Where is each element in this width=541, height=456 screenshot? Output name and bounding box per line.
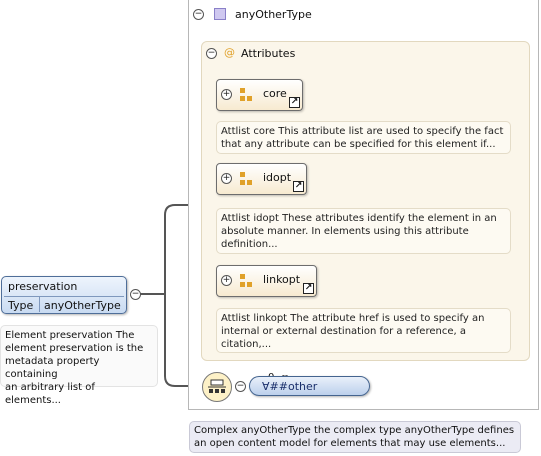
any-element[interactable]: ∀##other [249, 376, 370, 396]
expand-icon[interactable]: + [221, 173, 232, 184]
description-line: Attlist core This attribute list are use… [221, 126, 504, 137]
attribute-group-icon [240, 274, 252, 288]
connector-to-sequence [164, 294, 203, 387]
divider [4, 296, 124, 297]
complex-type-description: Complex anyOtherType the complex type an… [189, 421, 521, 453]
description-line: metadata property containing [5, 356, 100, 380]
expand-icon[interactable]: + [221, 89, 232, 100]
sequence-icon[interactable] [202, 372, 232, 402]
collapse-icon[interactable]: − [235, 381, 246, 392]
element-name: preservation [8, 280, 78, 293]
at-sign-icon: @ [224, 46, 235, 59]
complex-type-icon [214, 8, 226, 20]
description-line: citation,... [221, 339, 272, 350]
attribute-group-idopt[interactable]: + idopt ↗ [216, 163, 307, 195]
element-description: Element preservation The element preserv… [0, 325, 158, 406]
attributes-title: Attributes [241, 47, 296, 60]
connector-to-attributes [136, 204, 216, 295]
description-line: element preservation is the [5, 343, 144, 354]
attribute-description: Attlist idopt These attributes identify … [216, 208, 511, 254]
attribute-description: Attlist linkopt The attribute href is us… [216, 308, 511, 353]
description-line: Element preservation The [5, 330, 135, 341]
attribute-group-core[interactable]: + core ↗ [216, 79, 303, 111]
complex-type-name: anyOtherType [235, 8, 312, 21]
collapse-icon[interactable]: − [206, 48, 217, 59]
link-arrow-icon[interactable]: ↗ [293, 181, 304, 192]
description-line: absolute manner. In elements using this … [221, 226, 469, 237]
collapse-icon[interactable]: − [130, 289, 141, 300]
attribute-group-name: idopt [263, 171, 292, 184]
description-line: Attlist idopt These attributes identify … [221, 213, 497, 224]
link-arrow-icon[interactable]: ↗ [303, 283, 314, 294]
any-label: ∀##other [262, 380, 318, 393]
attribute-group-linkopt[interactable]: + linkopt ↗ [216, 265, 317, 297]
description-line: Attlist linkopt The attribute href is us… [221, 313, 485, 324]
attribute-group-icon [240, 88, 252, 102]
type-value: anyOtherType [44, 299, 121, 312]
description-line: that any attribute can be specified for … [221, 139, 496, 150]
expand-icon[interactable]: + [221, 275, 232, 286]
description-line: internal or external destination for a r… [221, 326, 466, 337]
attribute-description: Attlist core This attribute list are use… [216, 121, 511, 154]
element-preservation[interactable]: preservation Type anyOtherType [1, 276, 127, 314]
attribute-group-name: core [263, 87, 287, 100]
attribute-group-icon [240, 172, 252, 186]
divider [39, 297, 40, 312]
collapse-icon[interactable]: − [193, 9, 204, 20]
type-label: Type [8, 299, 34, 312]
description-line: an arbitrary list of elements... [5, 382, 95, 406]
attribute-group-name: linkopt [263, 273, 301, 286]
link-arrow-icon[interactable]: ↗ [289, 97, 300, 108]
description-line: definition... [221, 239, 278, 250]
